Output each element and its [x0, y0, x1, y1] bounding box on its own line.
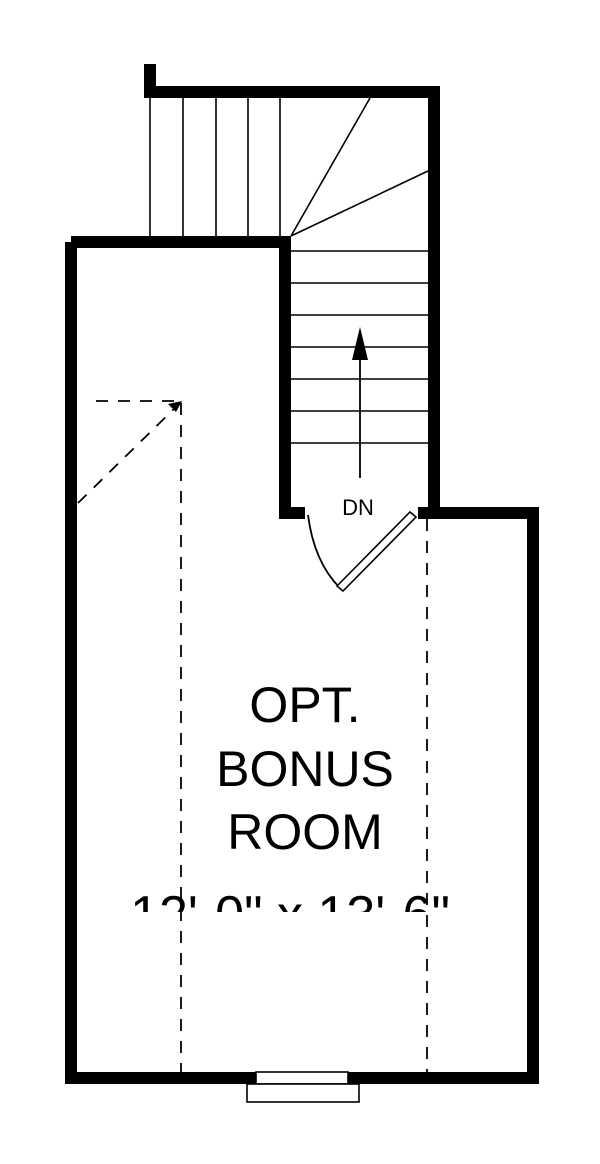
room-name-line-2: BONUS [216, 741, 394, 797]
room-name-line-1: OPT. [249, 677, 360, 733]
room-dimensions: 12'-0" x 13'-6" [130, 886, 450, 944]
stair-direction-label: DN [342, 495, 374, 520]
winder-tread [290, 97, 371, 237]
room-walls [65, 64, 539, 1084]
stair-enclosure-wall [144, 64, 440, 513]
stair-arrow-head [352, 327, 368, 360]
attic-line-diagonal [77, 401, 182, 504]
attic-arrow-head [168, 401, 182, 412]
window-sill [246, 1083, 360, 1103]
door-swing-arc [307, 514, 341, 589]
outer-wall [65, 242, 539, 1084]
door [307, 510, 418, 593]
winder-tread [290, 170, 429, 237]
ceiling-lines [77, 400, 428, 1072]
top-wall [71, 236, 305, 519]
window-frame [255, 1071, 349, 1085]
staircase [149, 97, 429, 478]
room-name-line-3: ROOM [227, 804, 383, 860]
window [246, 1071, 360, 1103]
door-leaf [335, 510, 418, 593]
